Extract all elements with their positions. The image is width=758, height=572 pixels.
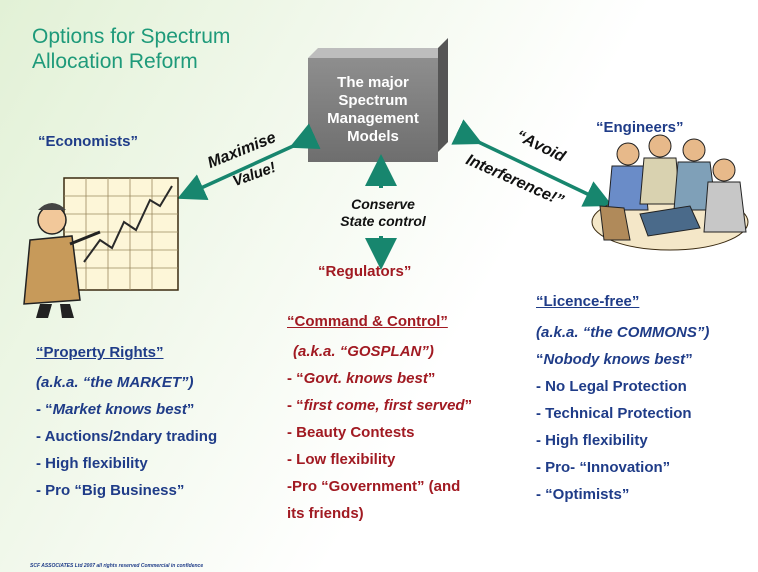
- command-header: “Command & Control”: [287, 313, 448, 330]
- property-knows: - “Market knows best”: [36, 401, 195, 418]
- box-line-4: Models: [347, 128, 399, 145]
- command-pro-1: -Pro “Government” (and: [287, 478, 461, 495]
- command-item-2: - Low flexibility: [287, 451, 396, 468]
- command-knows: - “Govt. knows best”: [287, 370, 436, 387]
- engineers-label: “Engineers”: [596, 119, 684, 136]
- models-box: The major Spectrum Management Models: [308, 38, 452, 162]
- box-front-face: The major Spectrum Management Models: [308, 58, 438, 162]
- command-control-column: “Command & Control” (a.k.a. “GOSPLAN”) -…: [287, 308, 472, 527]
- economists-label: “Economists”: [38, 133, 139, 150]
- command-pro-2: its friends): [287, 505, 364, 522]
- economist-chart-clipart: [23, 177, 179, 318]
- property-rights-column: “Property Rights” (a.k.a. “the MARKET”) …: [36, 339, 217, 504]
- box-line-1: The major: [337, 74, 409, 91]
- command-aka: (a.k.a. “GOSPLAN”): [293, 343, 434, 360]
- licence-item-4: - Pro- “Innovation”: [536, 459, 671, 476]
- conserve-label: Conserve State control: [328, 196, 438, 230]
- command-item-1: - Beauty Contests: [287, 424, 415, 441]
- conserve-line-1: Conserve: [351, 196, 415, 212]
- arrow-economists: [177, 123, 321, 200]
- property-item-2: - High flexibility: [36, 455, 148, 472]
- licence-item-1: - No Legal Protection: [536, 378, 687, 395]
- licence-item-5: - “Optimists”: [536, 486, 630, 503]
- licence-item-2: - Technical Protection: [536, 405, 692, 422]
- box-line-3: Management: [327, 110, 419, 127]
- box-line-2: Spectrum: [338, 92, 408, 109]
- arrow-engineers: [451, 119, 613, 207]
- command-fcfs: - “first come, first served”: [287, 397, 473, 414]
- licence-knows: “Nobody knows best”: [536, 351, 693, 368]
- licence-item-3: - High flexibility: [536, 432, 648, 449]
- property-header: “Property Rights”: [36, 344, 164, 361]
- property-aka: (a.k.a. “the MARKET”): [36, 374, 194, 391]
- licence-header: “Licence-free”: [536, 293, 640, 310]
- regulators-label: “Regulators”: [318, 263, 412, 280]
- conserve-line-2: State control: [340, 213, 426, 229]
- slide-title: Options for Spectrum Allocation Reform: [32, 25, 231, 73]
- property-item-3: - Pro “Big Business”: [36, 482, 185, 499]
- engineers-group-clipart: [591, 134, 749, 251]
- footer-copyright: SCF ASSOCIATES Ltd 2007 all rights reser…: [30, 563, 204, 569]
- licence-aka: (a.k.a. “the COMMONS”): [536, 324, 710, 341]
- property-item-1: - Auctions/2ndary trading: [36, 428, 218, 445]
- licence-free-column: “Licence-free” (a.k.a. “the COMMONS”) “N…: [536, 288, 709, 508]
